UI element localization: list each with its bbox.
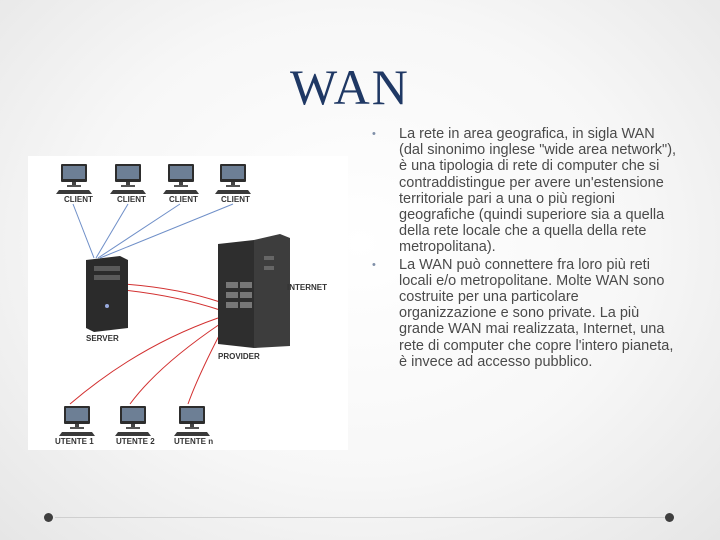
client-links xyxy=(72,203,234,259)
internet-links xyxy=(69,283,239,405)
user-label-1: UTENTE 1 xyxy=(55,437,94,446)
user-computer-n xyxy=(174,406,210,436)
client-label-1: CLIENT xyxy=(64,195,93,204)
bullet-text-1: La rete in area geografica, in sigla WAN… xyxy=(399,126,677,256)
bullet-item-2: • La WAN può connettere fra loro più ret… xyxy=(370,257,680,370)
user-computer-1 xyxy=(59,406,95,436)
user-label-2: UTENTE 2 xyxy=(116,437,155,446)
client-computer-1 xyxy=(56,164,92,194)
server-label: SERVER xyxy=(86,334,119,343)
left-corner-knob xyxy=(44,513,53,522)
client-computer-4 xyxy=(215,164,251,194)
internet-label: INTERNET xyxy=(287,283,327,292)
right-corner-knob xyxy=(665,513,674,522)
provider-label: PROVIDER xyxy=(218,352,260,361)
bullet-text-2: La WAN può connettere fra loro più reti … xyxy=(399,256,674,370)
client-computer-3 xyxy=(163,164,199,194)
slide-title: WAN xyxy=(290,59,410,115)
client-computer-2 xyxy=(110,164,146,194)
server-tower xyxy=(86,256,128,332)
client-label-3: CLIENT xyxy=(169,195,198,204)
bullet-marker: • xyxy=(372,128,376,140)
network-diagram-svg: CLIENT CLIENT CLIENT CLIENT SERVER INTER… xyxy=(55,164,327,446)
client-label-2: CLIENT xyxy=(117,195,146,204)
user-computer-2 xyxy=(115,406,151,436)
provider-rack xyxy=(218,234,290,348)
wan-network-diagram: CLIENT CLIENT CLIENT CLIENT SERVER INTER… xyxy=(28,156,348,450)
client-label-4: CLIENT xyxy=(221,195,250,204)
user-label-n: UTENTE n xyxy=(174,437,213,446)
bullet-item-1: • La rete in area geografica, in sigla W… xyxy=(370,126,680,256)
bullet-marker: • xyxy=(372,258,376,271)
bottom-divider xyxy=(55,517,667,518)
bullet-list: • La rete in area geografica, in sigla W… xyxy=(370,126,680,371)
